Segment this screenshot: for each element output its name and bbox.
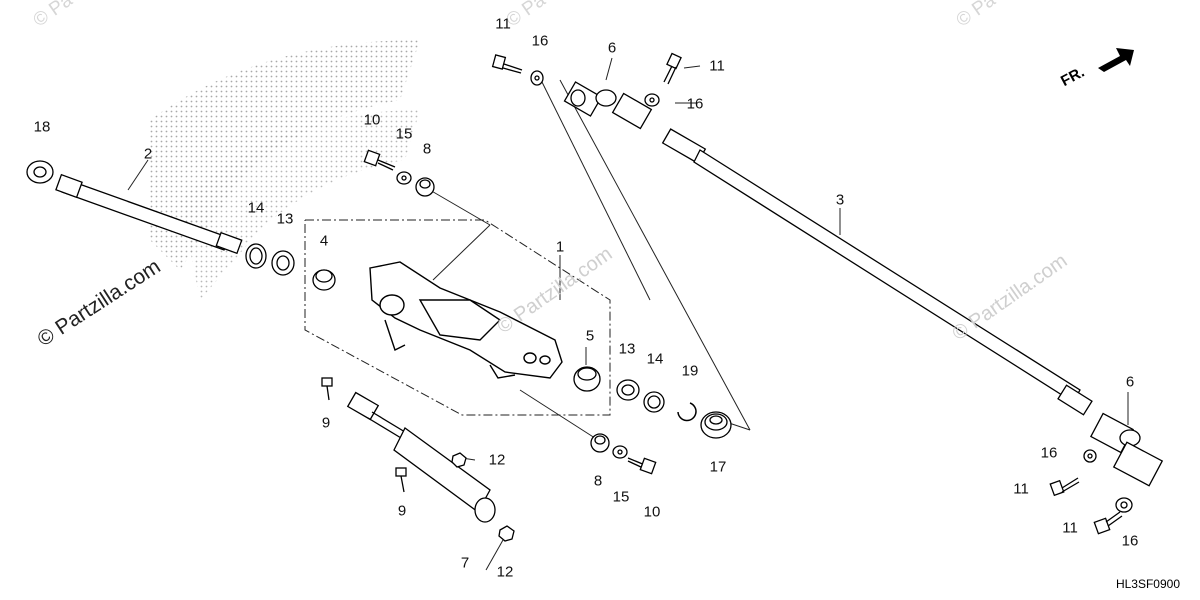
callout-7: 7	[460, 554, 470, 572]
part-16-nut-a	[530, 70, 544, 86]
part-9-bolt-top	[321, 377, 333, 401]
callout-11-c: 11	[1013, 480, 1029, 498]
callout-9-bottom: 9	[397, 502, 407, 520]
part-6-joint-lower	[1090, 412, 1164, 487]
figure-code: HL3SF0900	[1115, 577, 1180, 591]
callout-9-top: 9	[321, 414, 331, 432]
callout-2: 2	[143, 145, 153, 163]
callout-3: 3	[835, 191, 845, 209]
part-4-bushing	[312, 269, 336, 291]
callout-13-right: 13	[618, 340, 636, 358]
part-13-ring	[271, 250, 295, 276]
callout-14-left: 14	[247, 199, 265, 217]
part-10-bolt-bottom	[627, 457, 657, 475]
front-arrow-icon	[1098, 48, 1134, 72]
part-14-ring-right	[643, 391, 665, 413]
callout-16-d: 16	[1121, 532, 1139, 550]
callout-17: 17	[709, 458, 727, 476]
part-8-collar-top	[415, 177, 435, 197]
callout-12-bottom: 12	[496, 563, 514, 581]
part-10-bolt-top	[363, 149, 396, 171]
callout-8-bottom: 8	[593, 472, 603, 490]
callout-11-b: 11	[709, 57, 725, 75]
part-15-washer-top	[396, 171, 412, 185]
callout-11-d: 11	[1062, 519, 1078, 537]
part-16-nut-b	[644, 93, 660, 107]
callout-15-bottom: 15	[612, 488, 630, 506]
part-12-nut-top	[451, 452, 467, 468]
callout-6-lower: 6	[1125, 373, 1135, 391]
leader-lines	[127, 57, 1129, 571]
part-12-nut-bottom	[498, 525, 515, 542]
callout-8-top: 8	[422, 140, 432, 158]
part-18-washer	[26, 160, 54, 184]
assembly-outline-1	[304, 219, 611, 416]
part-16-nut-d	[1115, 497, 1133, 513]
callout-10-bottom: 10	[643, 503, 661, 521]
part-6-joint-upper	[563, 81, 653, 130]
callout-19: 19	[681, 362, 699, 380]
part-5-bushing	[573, 366, 601, 392]
callout-4: 4	[319, 232, 329, 250]
part-9-bolt-bottom	[395, 467, 407, 493]
callout-13-left: 13	[276, 210, 294, 228]
part-7-damper	[346, 391, 496, 523]
part-11-bolt-a	[491, 54, 523, 74]
part-19-clip	[677, 402, 697, 422]
callout-6-upper: 6	[607, 39, 617, 57]
callout-10-top: 10	[363, 111, 381, 129]
callout-5: 5	[585, 327, 595, 345]
callout-11-a: 11	[495, 15, 511, 33]
callout-14-right: 14	[646, 350, 664, 368]
part-16-nut-c	[1083, 449, 1097, 463]
callout-16-b: 16	[686, 95, 704, 113]
callout-1: 1	[555, 238, 565, 256]
part-2-upper-shaft	[55, 173, 243, 255]
callout-15-top: 15	[395, 125, 413, 143]
part-11-bolt-d	[1093, 511, 1123, 535]
part-1-column-housing	[369, 261, 563, 379]
part-15-washer-bottom	[612, 445, 628, 459]
part-11-bolt-c	[1049, 477, 1080, 497]
part-8-collar-bottom	[590, 433, 610, 453]
callout-16-c: 16	[1040, 444, 1058, 462]
part-14-ring	[245, 243, 267, 269]
callout-12-top: 12	[488, 451, 506, 469]
part-11-bolt-b	[663, 52, 682, 85]
callout-16-a: 16	[531, 32, 549, 50]
part-17-bearing	[700, 411, 732, 439]
part-13-ring-right	[616, 379, 640, 401]
callout-18: 18	[33, 118, 51, 136]
part-3-lower-shaft	[661, 128, 1093, 416]
